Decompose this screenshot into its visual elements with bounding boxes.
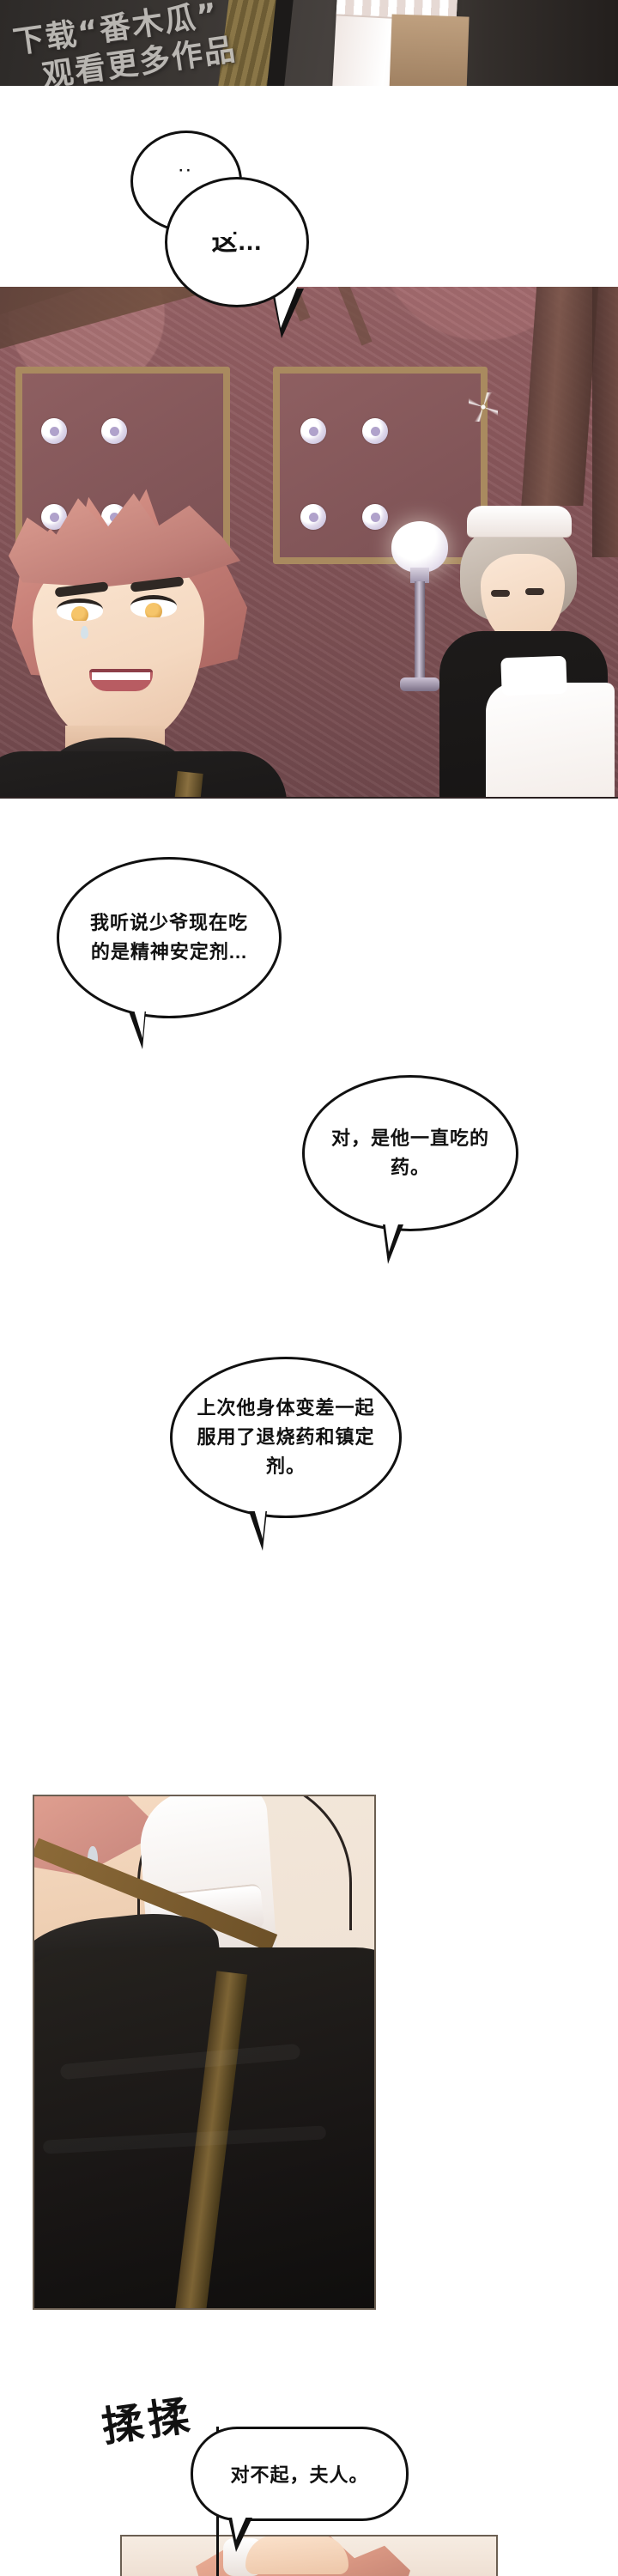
iris: [145, 603, 162, 617]
sound-effect-rub: 揉揉: [99, 2391, 198, 2452]
maid-headpiece: [467, 506, 572, 537]
maid-face: [481, 554, 565, 645]
speech-bubble-2-text: 对，是他一直吃的药。: [330, 1127, 489, 1178]
patting-hand: [245, 2537, 348, 2574]
floral-knob-icon: [300, 504, 326, 530]
speech-bubble-zhe: 这...: [165, 177, 309, 307]
floral-knob-icon: [362, 418, 388, 444]
apron-panel: [389, 14, 470, 86]
panel-three-closeup: [33, 1795, 376, 2310]
watermark-line-2: 观看更多作品: [39, 32, 239, 86]
floral-knob-icon: [41, 418, 67, 444]
cabinet-door-right: [273, 367, 488, 564]
watermark-line-1: 下载“番木瓜”: [10, 0, 221, 61]
bubble-merge-mask: [184, 213, 233, 237]
lamp-stem: [415, 581, 425, 681]
lamp-base: [400, 677, 439, 691]
panel-four-head-pat: [120, 2535, 498, 2576]
mouth-smiling: [89, 669, 153, 691]
speech-bubble-1-text: 我听说少爷现在吃的是精神安定剂...: [89, 911, 248, 963]
tail-fill: [253, 1506, 266, 1539]
sparkle-icon: [469, 392, 498, 422]
panel-top: 下载“番木瓜” 观看更多作品: [0, 0, 618, 86]
maid-apron-strap: [500, 655, 567, 696]
floral-knob-icon: [300, 418, 326, 444]
speech-bubble-2: 对，是他一直吃的药。: [302, 1075, 518, 1231]
final-speech-bubble-text: 对不起，夫人。: [230, 2464, 369, 2486]
maid-apron: [486, 683, 615, 797]
maid-eye-right: [525, 588, 544, 595]
character-left-body: [0, 751, 287, 797]
eye-left: [57, 598, 103, 621]
floral-knob-icon: [101, 418, 127, 444]
speech-bubble-3-text: 上次他身体变差一起服用了退烧药和镇定剂。: [197, 1396, 375, 1478]
maid-eye-left: [491, 590, 510, 597]
top-bubble-cluster: ·· 这...: [0, 86, 618, 338]
dialogue-section: 我听说少爷现在吃的是精神安定剂... 对，是他一直吃的药。 上次他身体变差一起服…: [0, 799, 618, 1795]
tail-fill: [231, 2512, 248, 2540]
sweat-drop-icon: [81, 626, 88, 639]
final-speech-bubble: 对不起，夫人。: [191, 2427, 409, 2521]
floral-knob-icon: [362, 504, 388, 530]
bubble-dots-text: ··: [179, 162, 194, 179]
speech-bubble-1: 我听说少爷现在吃的是精神安定剂...: [57, 857, 282, 1018]
iris: [71, 606, 88, 621]
tail-fill: [385, 1219, 400, 1252]
speech-bubble-3: 上次他身体变差一起服用了退烧药和镇定剂。: [170, 1357, 402, 1518]
eye-right: [130, 595, 177, 617]
lamp-neck: [410, 568, 429, 583]
tail-fill: [133, 1007, 145, 1038]
lamp-globe: [391, 521, 448, 573]
